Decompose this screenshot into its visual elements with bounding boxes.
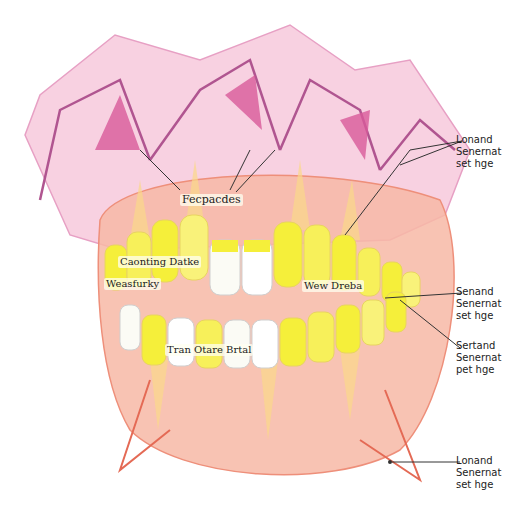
tooth-tint — [212, 240, 270, 252]
leader-lines — [140, 141, 462, 462]
tooth-roots — [130, 160, 360, 440]
part-label: Caonting Datke — [118, 256, 201, 268]
upper-teeth — [105, 215, 420, 307]
palate-detail — [95, 75, 370, 160]
part-label: Fecpacdes — [180, 194, 243, 206]
leader-dot — [388, 460, 392, 464]
callout-label: Lonand Senernat set hge — [456, 134, 508, 170]
callout-label: Sertand Senernat pet hge — [456, 340, 508, 376]
part-label: Wew Dreba — [302, 280, 364, 292]
part-label: Weasfurky — [104, 278, 161, 290]
palate-ridge — [40, 60, 455, 200]
callout-label: Senand Senernat set hge — [456, 286, 508, 322]
part-label: Tran Otare Brtal — [165, 344, 253, 356]
callout-label: Lonand Senernat set hge — [456, 455, 508, 491]
lower-teeth — [120, 292, 406, 368]
